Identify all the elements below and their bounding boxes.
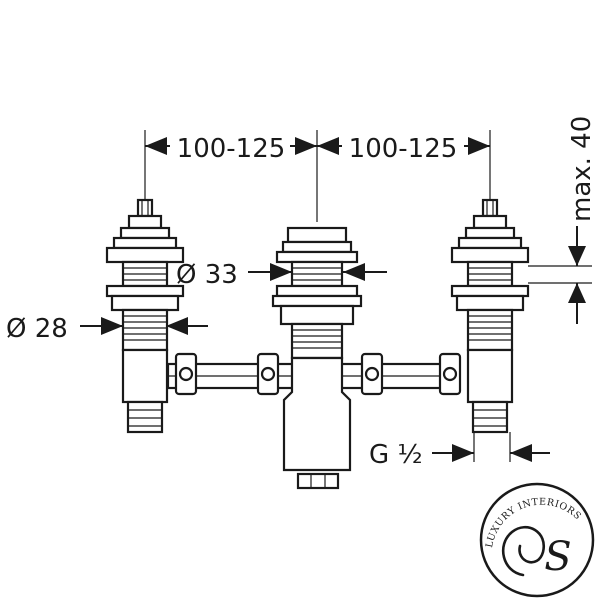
arrowhead — [101, 317, 123, 335]
label-mask — [342, 128, 464, 160]
valve-bonnet — [464, 226, 516, 240]
arrowhead — [343, 263, 365, 281]
span-left-label: 100-125 — [177, 134, 286, 164]
center-upper-body — [290, 322, 344, 360]
union-hole — [178, 366, 194, 382]
valve-nut-lower — [455, 294, 525, 312]
valve-bonnet — [119, 226, 171, 240]
arrowhead — [145, 137, 167, 155]
valve-collar — [112, 236, 178, 250]
span-right-label: 100-125 — [349, 134, 458, 164]
arrowhead — [510, 444, 532, 462]
max-height-dimension-group: max. 40 — [528, 116, 597, 324]
valve-body — [121, 348, 169, 404]
span-dimension-group: 100-125 100-125 — [144, 128, 491, 222]
union-hole — [260, 366, 276, 382]
union-hole — [364, 366, 380, 382]
valve-collar — [457, 236, 523, 250]
arrowhead — [317, 137, 339, 155]
center-diameter-dimension-group: Ø 33 — [176, 260, 387, 290]
label-mask — [170, 128, 290, 160]
center-cap-ring — [281, 240, 353, 254]
arrowhead — [468, 137, 490, 155]
center-collar — [275, 250, 359, 264]
center-flange-top — [275, 284, 359, 298]
arrowhead — [166, 317, 188, 335]
luxury-interiors-logo: LUXURY INTERIORS S — [479, 482, 595, 598]
center-mixing-body — [271, 226, 363, 490]
max-height-label: max. 40 — [567, 116, 597, 222]
valve-flange — [450, 246, 530, 264]
right-valve — [450, 198, 530, 434]
thread-dimension-group: G ½ — [369, 432, 550, 470]
valve-body — [466, 348, 514, 404]
valve-outlet — [471, 400, 509, 434]
center-cap — [286, 226, 348, 244]
union-hole — [442, 366, 458, 382]
center-outlet-nut — [296, 472, 340, 490]
valve-flange — [105, 246, 185, 264]
left-diameter-dimension-group: Ø 28 — [6, 314, 208, 344]
center-diameter-label: Ø 33 — [176, 260, 238, 290]
valve-nut — [450, 284, 530, 298]
arrowhead — [568, 246, 586, 266]
valve-spindle — [136, 198, 154, 218]
arrowhead — [295, 137, 317, 155]
valve-outlet — [126, 400, 164, 434]
valve-head — [127, 214, 163, 230]
left-diameter-label: Ø 28 — [6, 314, 68, 344]
arrowhead — [452, 444, 474, 462]
center-valve-body — [282, 356, 352, 472]
center-flange — [271, 294, 363, 308]
valve-body-thread — [466, 308, 514, 352]
thread-label: G ½ — [369, 440, 423, 470]
logo-swirl — [501, 526, 546, 577]
union-fittings — [174, 352, 462, 396]
arrowhead — [270, 263, 292, 281]
valve-nut-lower — [110, 294, 180, 312]
logo-monogram: S — [544, 534, 571, 580]
arrowhead — [568, 283, 586, 303]
center-nut — [279, 304, 355, 326]
valve-nut — [105, 284, 185, 298]
valve-spindle — [481, 198, 499, 218]
left-valve — [105, 198, 185, 434]
valve-head — [472, 214, 508, 230]
